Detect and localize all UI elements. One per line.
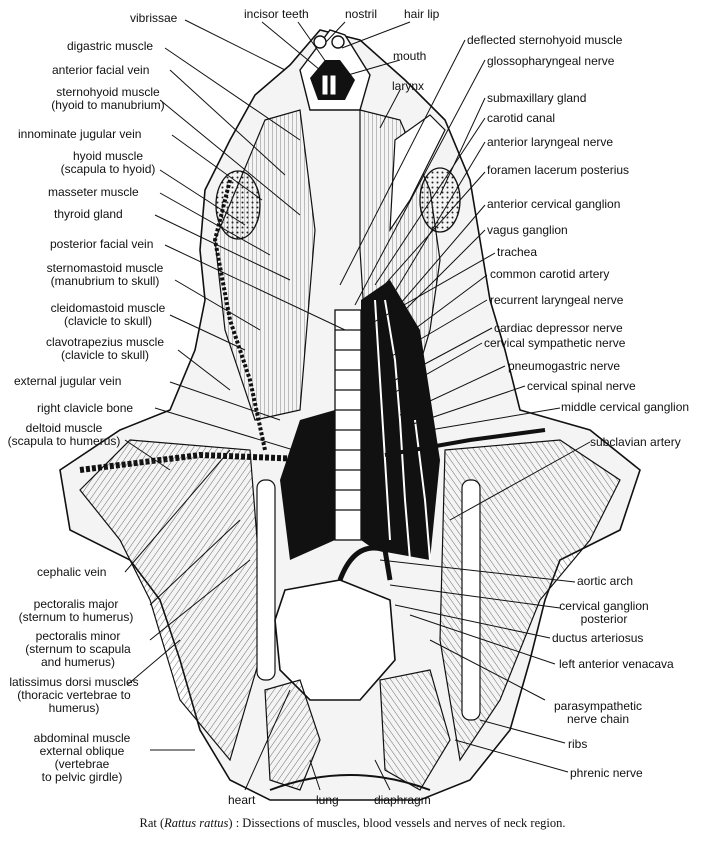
left-submaxillary-gland — [215, 170, 261, 240]
label-common-carotid-artery: common carotid artery — [490, 267, 610, 281]
label-heart: heart — [228, 793, 256, 807]
label-phrenic-nerve: phrenic nerve — [570, 766, 643, 780]
label-foramen-lacerum-posterius: foramen lacerum posterius — [487, 163, 630, 177]
label-cervical-ganglion-posterior: cervical ganglion posterior — [559, 599, 649, 626]
incisor-right — [329, 74, 337, 96]
label-left-anterior-venacava: left anterior venacava — [559, 657, 674, 671]
label-carotid-canal: carotid canal — [487, 111, 556, 125]
label-parasympathetic-nerve-chain: parasympathetic nerve chain — [553, 699, 643, 726]
right-rib-chain — [461, 479, 481, 721]
label-ductus-arteriosus: ductus arteriosus — [552, 631, 644, 645]
label-digastric-muscle: digastric muscle — [67, 39, 154, 53]
label-sternohyoid-muscle: sternohyoid muscle (hyoid to manubrium) — [51, 85, 165, 112]
label-anterior-facial-vein: anterior facial vein — [52, 63, 150, 77]
label-masseter-muscle: masseter muscle — [48, 185, 139, 199]
diaphragm-shape — [269, 774, 431, 791]
label-cephalic-vein: cephalic vein — [37, 565, 107, 579]
aortic-arch-shape — [337, 545, 393, 581]
label-cervical-spinal-nerve: cervical spinal nerve — [527, 379, 636, 393]
label-deflected-sternohyoid-muscle: deflected sternohyoid muscle — [467, 33, 623, 47]
label-middle-cervical-ganglion: middle cervical ganglion — [561, 400, 690, 414]
caption-prefix: Rat ( — [139, 816, 165, 830]
heart-shape — [274, 579, 396, 701]
label-submaxillary-gland: submaxillary gland — [487, 91, 587, 105]
label-right-clavicle-bone: right clavicle bone — [37, 401, 134, 415]
label-thyroid-gland: thyroid gland — [54, 207, 123, 221]
left-clavicle — [384, 428, 546, 457]
label-ribs: ribs — [568, 737, 588, 751]
label-aortic-arch: aortic arch — [577, 574, 634, 588]
label-cleidomastoid-muscle: cleidomastoid muscle (clavicle to skull) — [50, 301, 166, 328]
caption-suffix: ) : Dissections of muscles, blood vessel… — [228, 816, 566, 830]
trachea-drawing — [334, 309, 362, 541]
label-sternomastoid-muscle: sternomastoid muscle (manubrium to skull… — [46, 261, 164, 288]
label-pectoralis-major: pectoralis major (sternum to humerus) — [18, 597, 134, 624]
label-hyoid-muscle: hyoid muscle (scapula to hyoid) — [60, 149, 156, 176]
label-lung: lung — [316, 793, 339, 807]
nostril-left — [313, 35, 327, 49]
label-cardiac-depressor-nerve: cardiac depressor nerve — [494, 321, 623, 335]
caption-species: Rattus rattus — [164, 816, 229, 830]
left-rib-chain — [256, 479, 276, 681]
label-cervical-sympathetic-nerve: cervical sympathetic nerve — [484, 336, 626, 350]
right-pectoral-region — [439, 439, 621, 762]
label-incisor-teeth: incisor teeth — [244, 7, 309, 21]
label-deltoid-muscle: deltoid muscle (scapula to humerus) — [7, 421, 121, 448]
label-glossopharyngeal-nerve: glossopharyngeal nerve — [487, 54, 615, 68]
label-external-jugular-vein: external jugular vein — [14, 374, 122, 388]
figure-caption: Rat (Rattus rattus) : Dissections of mus… — [0, 816, 705, 831]
label-latissimus-dorsi: latissimus dorsi muscles (thoracic verte… — [9, 675, 139, 715]
label-nostril: nostril — [345, 7, 378, 21]
nostril-right — [331, 35, 345, 49]
label-larynx: larynx — [392, 79, 425, 93]
left-cavity — [280, 410, 335, 560]
label-mouth: mouth — [393, 49, 427, 63]
label-pectoralis-minor: pectoralis minor (sternum to scapula and… — [25, 629, 131, 669]
jugular-vein-chain — [212, 179, 267, 451]
label-clavotrapezius-muscle: clavotrapezius muscle (clavicle to skull… — [45, 335, 165, 362]
lung-right — [379, 669, 451, 791]
incisor-left — [321, 74, 329, 96]
label-trachea: trachea — [497, 245, 538, 259]
label-vagus-ganglion: vagus ganglion — [487, 223, 568, 237]
label-subclavian-artery: subclavian artery — [590, 435, 681, 449]
left-pectoral-region — [79, 439, 266, 762]
label-posterior-facial-vein: posterior facial vein — [50, 237, 154, 251]
label-anterior-cervical-ganglion: anterior cervical ganglion — [487, 197, 621, 211]
label-anterior-laryngeal-nerve: anterior laryngeal nerve — [487, 135, 614, 149]
nerves — [374, 299, 431, 561]
label-recurrent-laryngeal-nerve: recurrent laryngeal nerve — [490, 293, 624, 307]
lung-left — [264, 679, 321, 791]
label-hair-lip: hair lip — [404, 7, 440, 21]
leader-lines — [124, 19, 591, 791]
label-vibrissae: vibrissae — [130, 11, 178, 25]
label-innominate-jugular-vein: innominate jugular vein — [18, 127, 142, 141]
label-pneumogastric-nerve: pneumogastric nerve — [508, 359, 621, 373]
label-abdominal-muscle: abdominal muscle external oblique (verte… — [33, 731, 131, 784]
label-diaphragm: diaphragm — [374, 793, 431, 807]
